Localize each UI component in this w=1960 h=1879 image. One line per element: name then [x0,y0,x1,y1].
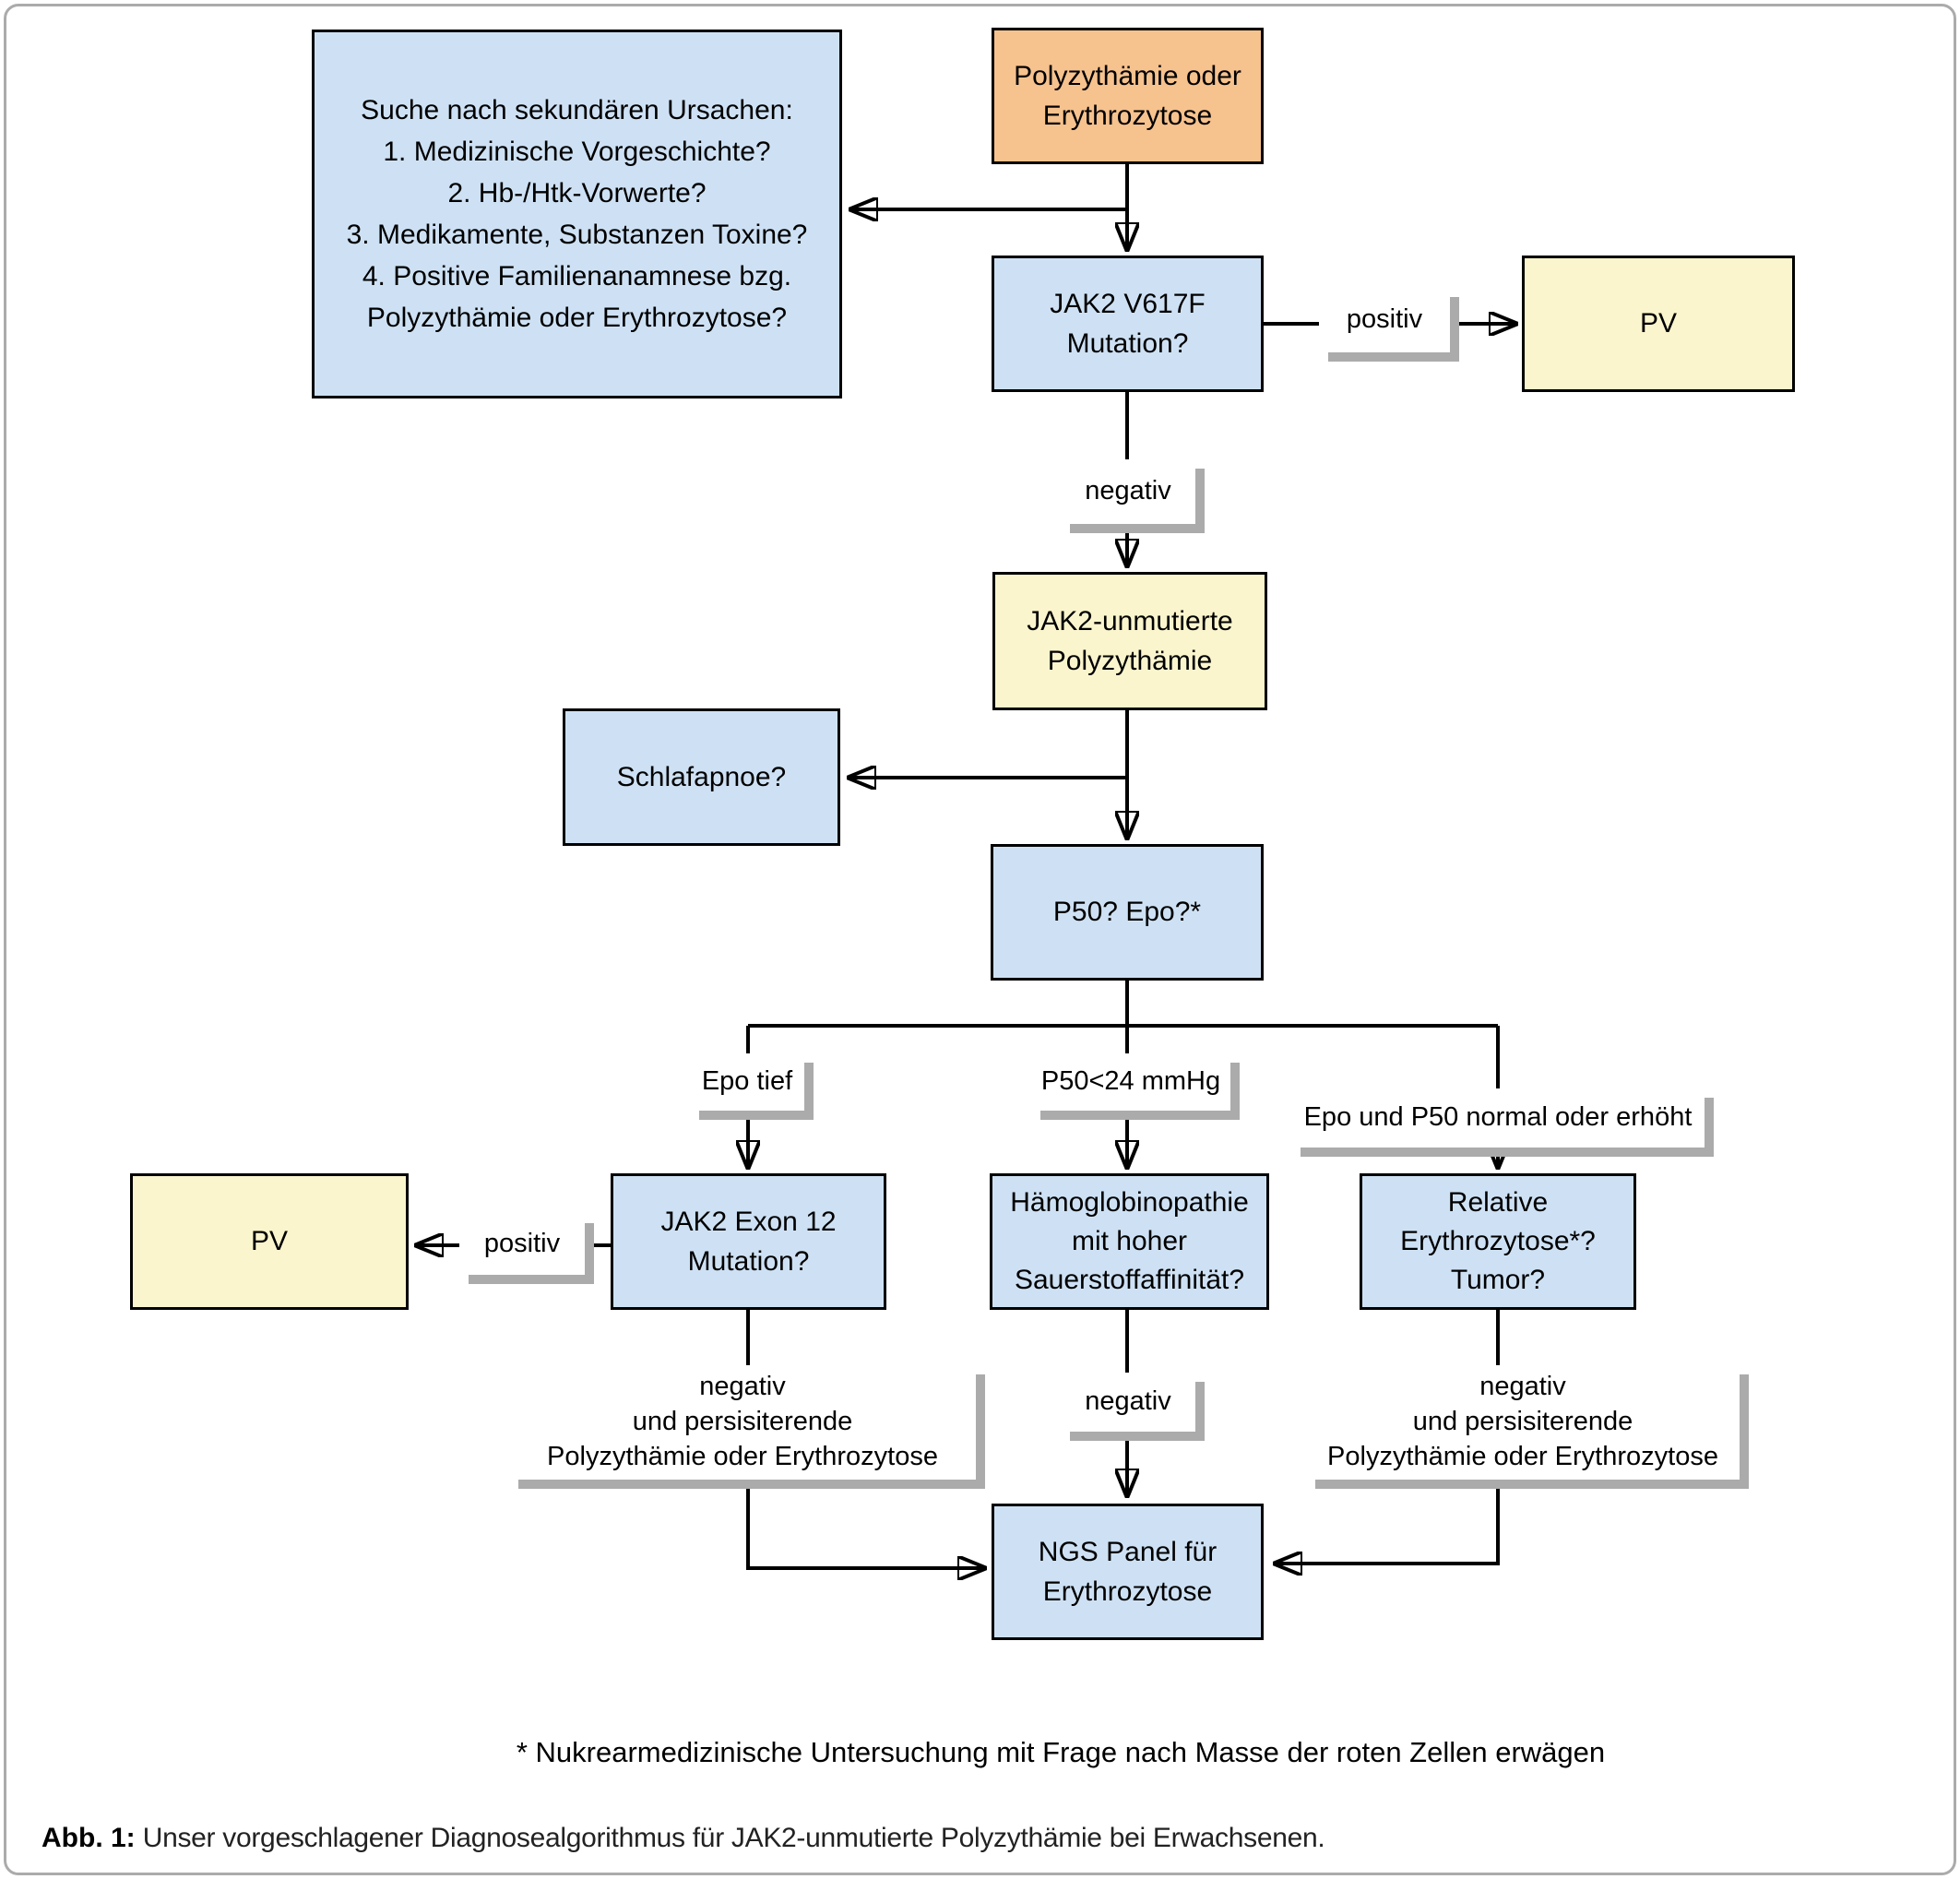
edge-branch-split [748,981,1498,1028]
label-p50-unter-24: P50<24 mmHg [1031,1053,1230,1111]
figure-caption: Abb. 1: Unser vorgeschlagener Diagnoseal… [42,1823,1886,1854]
node-p50-epo: P50? Epo?* [991,844,1264,981]
node-schlafapnoe: Schlafapnoe? [563,708,840,846]
label-negativ-persistierend-rechts: negativ und persisiterende Polyzythämie … [1306,1365,1740,1480]
node-jak2-v617f-mutation: JAK2 V617F Mutation? [992,256,1264,392]
label-positiv-top: positiv [1319,288,1450,352]
caption-label: Abb. 1: [42,1823,136,1853]
node-jak2-exon12-mutation: JAK2 Exon 12 Mutation? [611,1173,886,1310]
node-haemoglobinopathie: Hämoglobinopathie mit hoher Sauerstoffaf… [990,1173,1269,1310]
node-pv-right: PV [1522,256,1795,392]
label-negativ-top: negativ [1061,459,1195,524]
caption-text: Unser vorgeschlagener Diagnosealgorithmu… [142,1823,1325,1853]
node-jak2-unmutierte-polyzythaemie: JAK2-unmutierte Polyzythämie [992,572,1267,710]
node-relative-erythrozytose: Relative Erythrozytose*? Tumor? [1360,1173,1636,1310]
node-pv-left: PV [130,1173,409,1310]
footnote-asterisk: * Nukrearmedizinische Untersuchung mit F… [516,1736,1606,1768]
label-positiv-bottom: positiv [459,1214,585,1275]
label-negativ-mitte: negativ [1061,1373,1195,1432]
label-negativ-persistierend-links: negativ und persisiterende Polyzythämie … [509,1365,976,1480]
node-secondary-causes: Suche nach sekundären Ursachen: 1. Mediz… [312,30,842,398]
label-epo-tief: Epo tief [690,1053,804,1111]
node-start-polyzythaemie: Polyzythämie oder Erythrozytose [992,28,1264,164]
label-epo-p50-normal: Epo und P50 normal oder erhöht [1291,1088,1705,1148]
node-ngs-panel: NGS Panel für Erythrozytose [992,1504,1264,1640]
